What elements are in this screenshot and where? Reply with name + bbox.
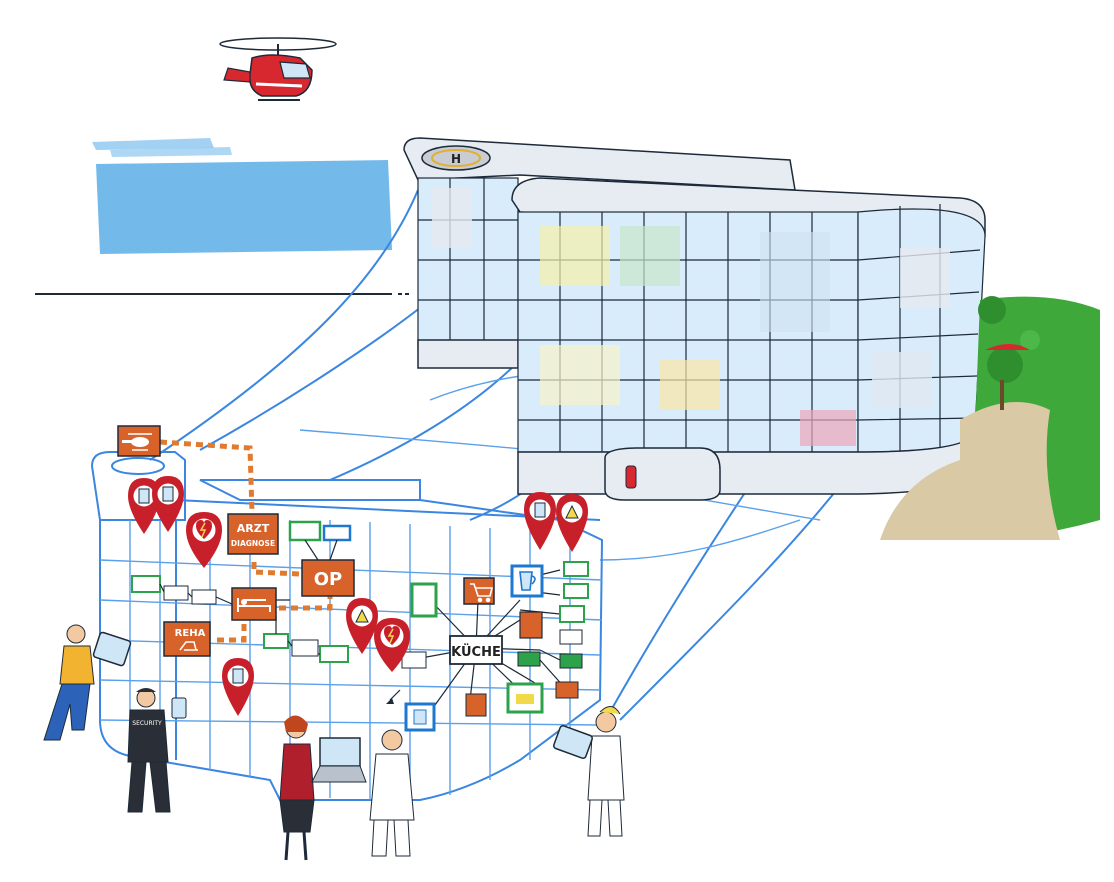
bed-icon — [237, 598, 271, 612]
security-guard: SECURITY — [127, 688, 187, 813]
jug-icon — [519, 571, 536, 591]
technician-with-tablet — [43, 624, 132, 741]
garden — [880, 296, 1100, 540]
cart-icon — [470, 583, 494, 603]
security-label: SECURITY — [132, 720, 162, 727]
tablet-icon — [553, 725, 593, 759]
diagnose-label: DIAGNOSE — [231, 539, 275, 548]
kueche-cluster: KÜCHE — [386, 561, 589, 732]
map-pin-icon — [524, 492, 556, 550]
arzt-diagnose-box: ARZT DIAGNOSE — [227, 513, 279, 555]
laptop — [311, 737, 367, 783]
map-pin-icon — [556, 494, 588, 552]
flow-arrows — [159, 439, 333, 643]
helicopter-icon — [122, 433, 152, 451]
op-box: OP — [301, 559, 355, 597]
map-pin-icon — [346, 598, 378, 654]
map-pin-icon — [222, 658, 254, 716]
reha-label: REHA — [175, 628, 206, 639]
sky-brush — [92, 138, 392, 254]
flow-nodes-left — [131, 520, 352, 663]
helicopter — [219, 37, 337, 101]
extinguisher-icon — [625, 465, 637, 489]
woman-in-red — [279, 715, 315, 861]
map-pin-icon — [152, 476, 184, 532]
building-main-block — [432, 177, 986, 501]
doctor — [369, 729, 415, 857]
op-label: OP — [314, 569, 343, 590]
reha-box: REHA — [163, 621, 211, 657]
map-pin-icon — [128, 478, 160, 534]
tablet-icon — [171, 697, 187, 719]
chair-icon — [179, 641, 198, 651]
heli-box — [117, 425, 161, 457]
kueche-label: KÜCHE — [451, 644, 501, 660]
heart-lightning-icon — [374, 618, 410, 672]
helipad-label: H — [451, 152, 461, 166]
nurse-with-tablet — [553, 706, 625, 837]
bed-box — [231, 587, 277, 621]
pins — [128, 476, 588, 716]
arzt-label: ARZT — [237, 522, 270, 535]
tablet-icon — [92, 631, 132, 667]
heart-lightning-icon — [186, 512, 222, 568]
